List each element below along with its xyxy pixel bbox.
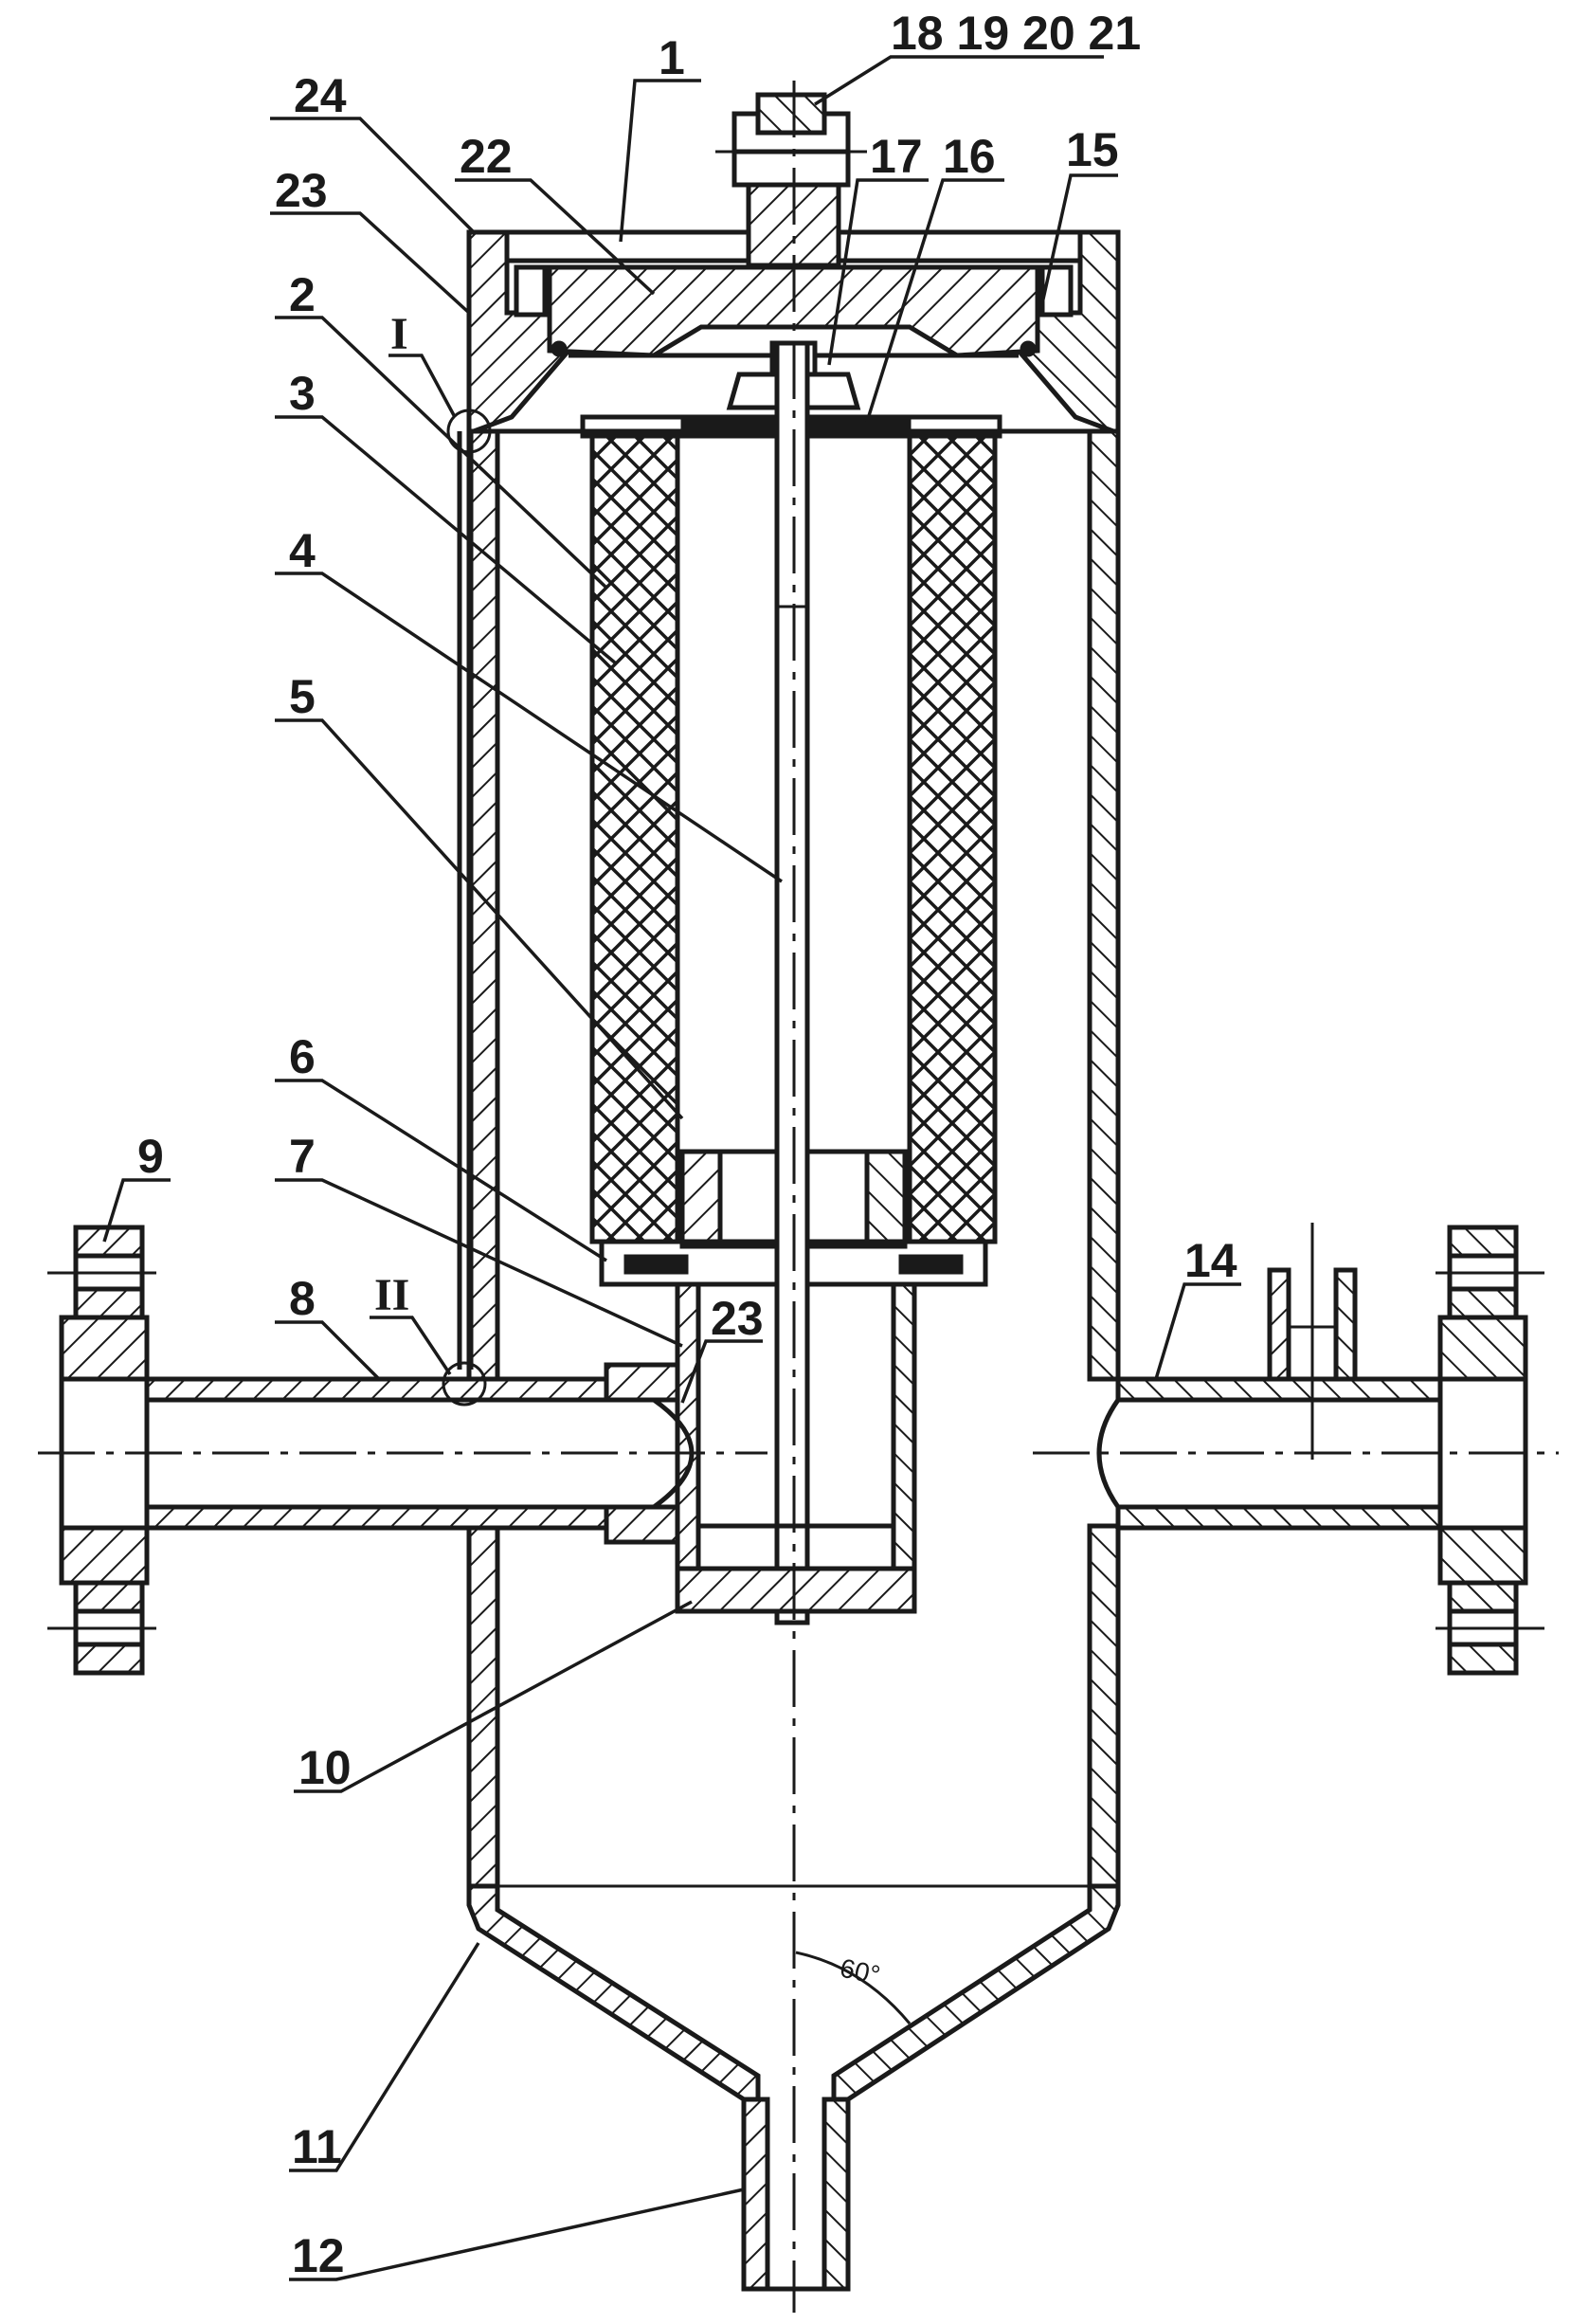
leader-5 xyxy=(275,718,684,1120)
filter-media-left xyxy=(589,433,680,1244)
leader-12 xyxy=(289,2188,745,2281)
label-part-5: 5 xyxy=(289,670,316,723)
label-part-16: 16 xyxy=(943,130,996,183)
leader-I xyxy=(388,354,457,418)
detail-circle-II xyxy=(442,1361,487,1407)
label-part-3: 3 xyxy=(289,367,316,420)
outlet-pipe-end xyxy=(1096,1398,1121,1509)
shell-right-wall-lower xyxy=(1087,1523,1121,1889)
leader-3 xyxy=(275,415,618,665)
detail-circle-I xyxy=(446,409,492,454)
leader-9 xyxy=(102,1178,171,1243)
inlet-coupling-bottom xyxy=(604,1504,680,1545)
cone-right xyxy=(831,1883,1121,2102)
part-labels: 1 18 19 20 21 17 16 15 24 22 23 I 2 3 4 … xyxy=(137,7,1237,2282)
leader-16 xyxy=(865,178,1004,423)
center-lines xyxy=(38,81,1559,2313)
filter-media-right xyxy=(907,433,998,1244)
filter-element xyxy=(580,414,1002,1287)
leader-11 xyxy=(289,1942,480,2172)
leader-8 xyxy=(275,1320,381,1381)
adapter-left xyxy=(679,1149,723,1249)
leader-23-top xyxy=(270,211,471,315)
label-part-24: 24 xyxy=(294,69,347,122)
leader-22 xyxy=(455,178,656,296)
drain-left-wall xyxy=(741,2097,770,2292)
leader-15 xyxy=(1040,173,1118,304)
inlet-pipe-top-wall xyxy=(144,1376,657,1403)
outlet-nozzle xyxy=(1096,1223,1544,1676)
leader-7 xyxy=(275,1178,683,1348)
angle-arc xyxy=(795,1951,912,2024)
leader-2 xyxy=(275,316,608,590)
adapter-right xyxy=(864,1149,908,1249)
inlet-nozzle xyxy=(47,1225,695,1676)
leader-10 xyxy=(294,1600,693,1793)
center-tie-rod xyxy=(774,340,810,1625)
housing-shell xyxy=(466,428,1121,1889)
label-part-7: 7 xyxy=(289,1130,316,1183)
vent-valve-top xyxy=(755,92,827,136)
cone-left xyxy=(466,1883,761,2102)
label-part-12: 12 xyxy=(292,2229,345,2282)
label-part-17: 17 xyxy=(870,130,923,183)
label-parts-18-21: 18 19 20 21 xyxy=(891,7,1141,60)
shell-left-wall-lower xyxy=(466,1523,500,1889)
leader-1 xyxy=(619,79,701,243)
label-part-10: 10 xyxy=(298,1741,352,1794)
tie-rod xyxy=(774,340,810,1625)
gasket-left xyxy=(623,1254,689,1275)
drain-right-wall xyxy=(822,2097,851,2292)
label-part-8: 8 xyxy=(289,1272,316,1325)
vent-tube xyxy=(442,409,492,1407)
gauge-port-right xyxy=(1333,1267,1358,1382)
label-detail-I: I xyxy=(390,309,408,359)
gauge-port-left xyxy=(1267,1267,1291,1382)
label-part-22: 22 xyxy=(460,130,513,183)
seal-left xyxy=(514,264,548,318)
label-part-23-top: 23 xyxy=(275,164,328,217)
standpipe-right xyxy=(891,1281,917,1571)
label-part-23-mid: 23 xyxy=(711,1292,764,1345)
leader-17 xyxy=(827,178,929,366)
leader-18-21 xyxy=(814,55,1104,106)
inner-standpipe xyxy=(675,1281,917,1614)
label-angle: 60° xyxy=(838,1953,883,1990)
leader-4 xyxy=(275,572,783,883)
label-part-1: 1 xyxy=(659,31,685,84)
leader-II xyxy=(370,1316,452,1375)
label-part-6: 6 xyxy=(289,1030,316,1083)
drain-pipe xyxy=(741,2097,851,2292)
shell-left-wall-upper xyxy=(466,428,500,1382)
label-part-2: 2 xyxy=(289,268,316,321)
oring-right xyxy=(1020,340,1037,357)
label-part-15: 15 xyxy=(1066,123,1119,176)
leader-6 xyxy=(275,1079,607,1262)
inlet-pipe-bottom-wall xyxy=(144,1504,657,1531)
standpipe-bottom-plug xyxy=(675,1566,917,1614)
label-part-4: 4 xyxy=(289,524,316,577)
label-part-11: 11 xyxy=(292,2120,342,2173)
label-part-14: 14 xyxy=(1184,1234,1237,1287)
label-part-9: 9 xyxy=(137,1130,164,1183)
leader-24 xyxy=(270,117,476,234)
leader-23-mid xyxy=(680,1339,763,1404)
gasket-right xyxy=(898,1254,964,1275)
oring-left xyxy=(551,340,568,357)
leader-14 xyxy=(1154,1282,1241,1380)
leader-lines xyxy=(102,55,1241,2281)
label-detail-II: II xyxy=(374,1270,409,1320)
shell-right-wall-upper xyxy=(1087,428,1121,1382)
cone-bottom xyxy=(466,1883,1121,2102)
inlet-coupling-top xyxy=(604,1362,680,1403)
vent-valve-assembly xyxy=(715,92,867,268)
